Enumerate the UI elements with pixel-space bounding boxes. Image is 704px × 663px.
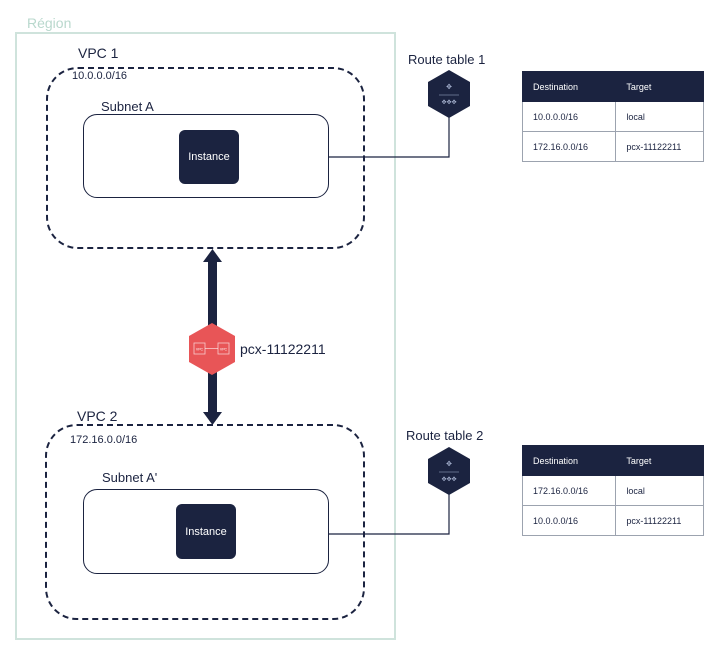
rt2-cell: pcx-11122211 bbox=[615, 505, 704, 536]
rt2-cell: local bbox=[615, 475, 704, 506]
rt1-cell: local bbox=[615, 101, 704, 132]
route-table-2: Destination Target 172.16.0.0/16 local 1… bbox=[521, 445, 704, 536]
vpc1-box bbox=[46, 67, 365, 249]
subnet-a-prime-label: Subnet A' bbox=[102, 470, 158, 485]
peering-icon-text-right: VPC bbox=[220, 348, 228, 352]
vpc2-box bbox=[45, 424, 365, 620]
rt2-header-destination: Destination bbox=[521, 445, 617, 476]
vpc2-title: VPC 2 bbox=[77, 408, 118, 424]
table-row: 10.0.0.0/16 pcx-11122211 bbox=[521, 505, 704, 536]
rt2-cell: 172.16.0.0/16 bbox=[521, 475, 617, 506]
rt1-header-target: Target bbox=[615, 71, 704, 102]
vpc1-title: VPC 1 bbox=[78, 45, 119, 61]
vpc1-instance[interactable]: Instance bbox=[179, 130, 239, 184]
route-table-1-icon: ✥ ✥✥✥ bbox=[428, 70, 470, 118]
region-container bbox=[15, 32, 396, 640]
rt2-header-target: Target bbox=[615, 445, 704, 476]
subnet-a-label: Subnet A bbox=[101, 99, 154, 114]
rt2-cell: 10.0.0.0/16 bbox=[521, 505, 617, 536]
route-table-1-connector bbox=[329, 116, 450, 158]
peering-icon-text-left: VPC bbox=[196, 348, 204, 352]
peering-label: pcx-11122211 bbox=[240, 341, 326, 357]
vpc1-cidr: 10.0.0.0/16 bbox=[72, 70, 128, 82]
route-table-2-connector bbox=[329, 493, 450, 535]
route-table-1: Destination Target 10.0.0.0/16 local 172… bbox=[521, 71, 704, 162]
rt1-header-destination: Destination bbox=[521, 71, 617, 102]
vpc2-instance[interactable]: Instance bbox=[176, 504, 236, 559]
svg-text:✥✥✥: ✥✥✥ bbox=[441, 99, 456, 106]
peering-icon: VPC VPC bbox=[189, 323, 235, 375]
region-label: Région bbox=[27, 15, 72, 31]
route-table-1-title: Route table 1 bbox=[408, 52, 486, 67]
table-row: 172.16.0.0/16 local bbox=[521, 475, 704, 506]
table-row: 172.16.0.0/16 pcx-11122211 bbox=[521, 131, 704, 162]
svg-text:✥✥✥: ✥✥✥ bbox=[441, 476, 456, 483]
svg-text:✥: ✥ bbox=[446, 460, 452, 468]
route-table-2-icon: ✥ ✥✥✥ bbox=[428, 447, 470, 495]
table-row: 10.0.0.0/16 local bbox=[521, 101, 704, 132]
rt1-cell: pcx-11122211 bbox=[615, 131, 704, 162]
rt1-cell: 10.0.0.0/16 bbox=[521, 101, 617, 132]
svg-text:✥: ✥ bbox=[446, 83, 452, 91]
vpc2-cidr: 172.16.0.0/16 bbox=[70, 434, 138, 446]
rt1-cell: 172.16.0.0/16 bbox=[521, 131, 617, 162]
route-table-2-title: Route table 2 bbox=[406, 428, 484, 443]
